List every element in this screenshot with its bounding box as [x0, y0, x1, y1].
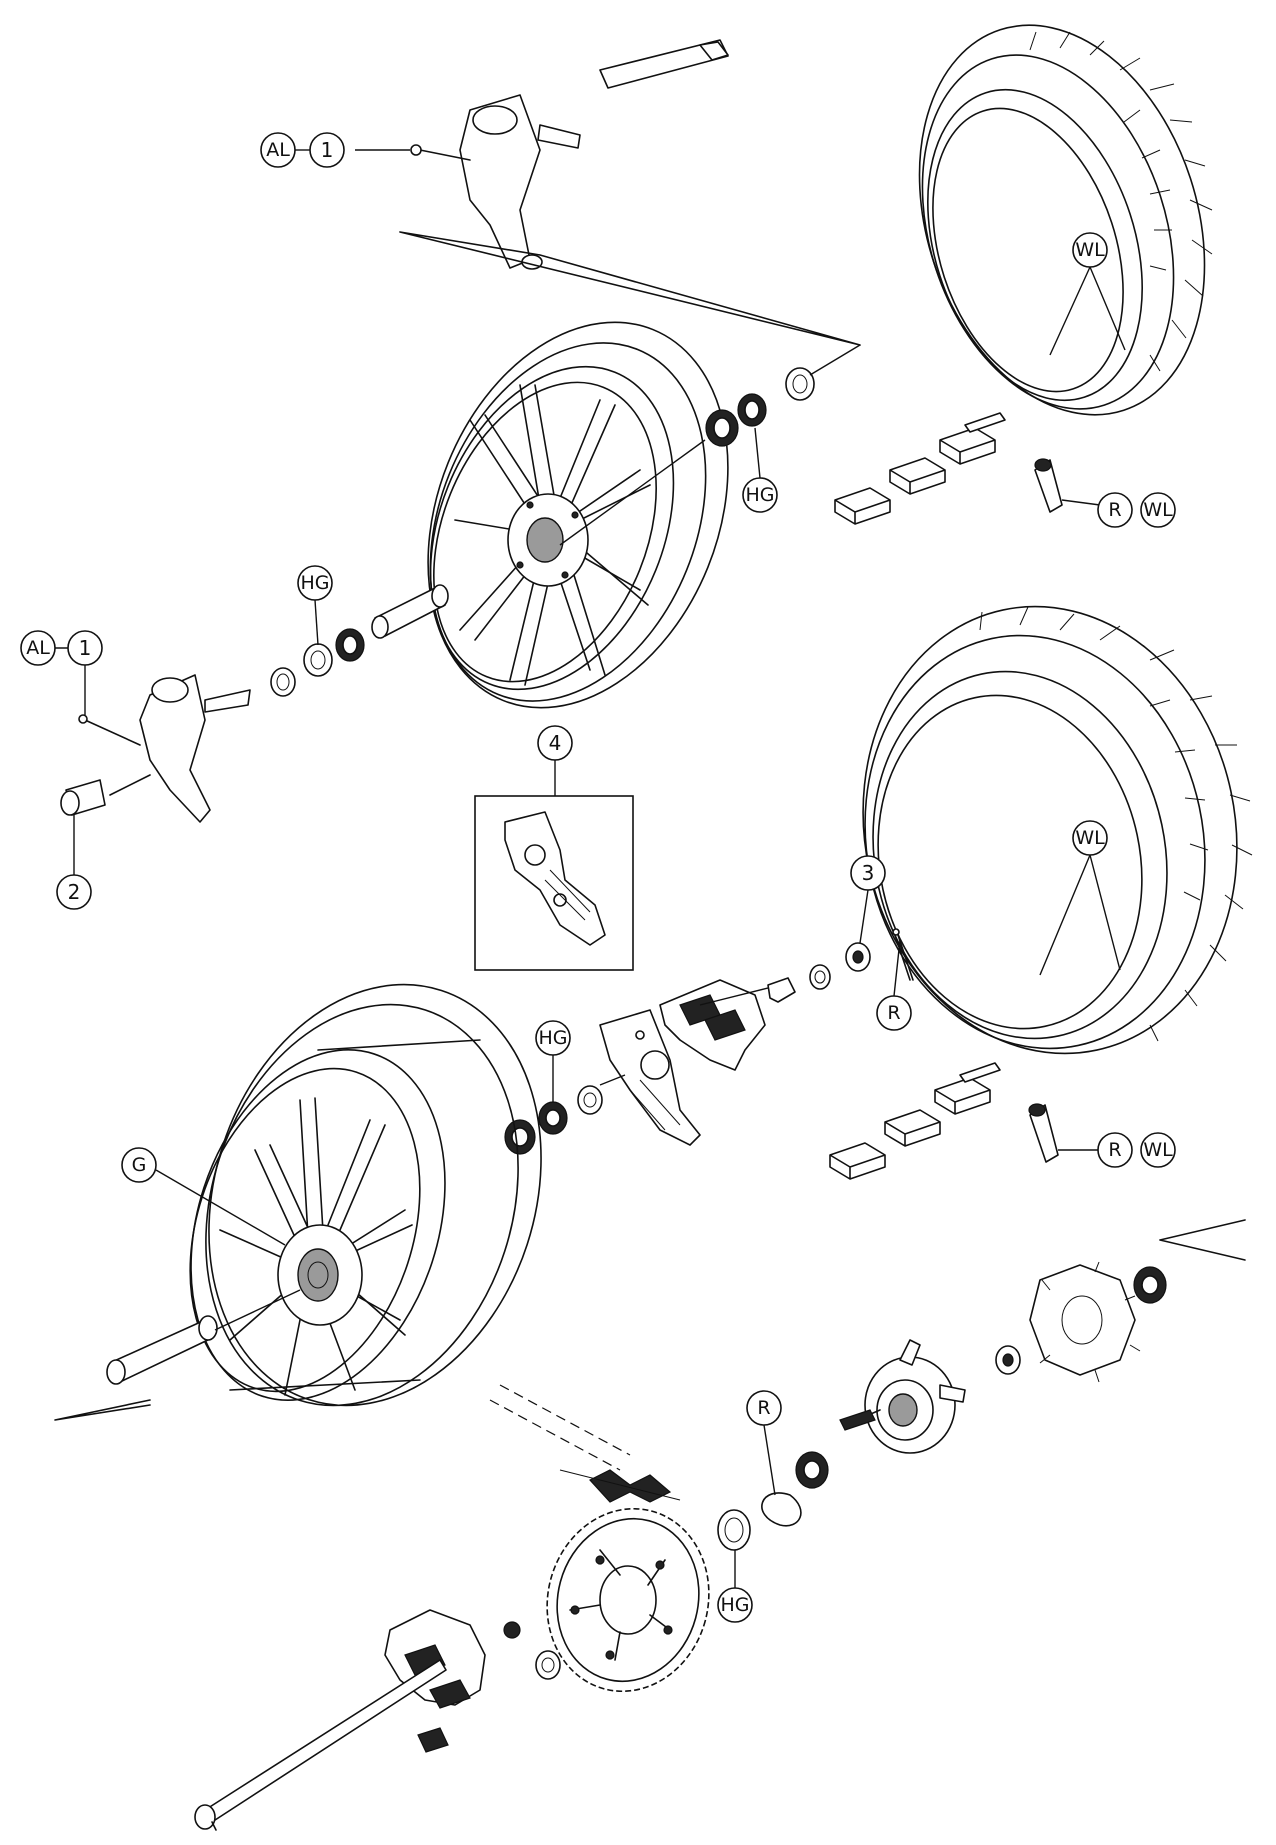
rear-valve-stem-icon	[1028, 1103, 1100, 1163]
left-axle-bracket-icon	[384, 1609, 486, 1753]
svg-text:WL: WL	[1143, 499, 1173, 521]
callout-1-left: 1	[67, 630, 103, 666]
rear-balance-weights-icon	[829, 1062, 1001, 1180]
svg-text:HG: HG	[300, 572, 329, 594]
callout-hg-rear-middle: HG	[535, 1020, 571, 1056]
callout-r-front-valve: R	[1097, 492, 1133, 528]
callout-3: 3	[850, 855, 886, 891]
front-tire-icon	[918, 24, 1213, 416]
callout-r-cotter-pin: R	[876, 995, 912, 1031]
rear-sprocket-icon	[546, 1507, 710, 1693]
svg-text:1: 1	[79, 636, 92, 660]
front-bearing-icon	[559, 344, 861, 546]
svg-text:4: 4	[549, 731, 562, 755]
callout-g: G	[121, 1147, 157, 1183]
hub-bearing-icon	[761, 1451, 829, 1527]
callout-2: 2	[56, 874, 92, 910]
sprocket-hub-icon	[839, 1339, 966, 1454]
front-spacer-icon	[270, 584, 449, 697]
svg-text:HG: HG	[720, 1594, 749, 1616]
front-fork-leg-icon	[355, 39, 861, 346]
svg-text:HG: HG	[538, 1027, 567, 1049]
callout-wl-front-valve: WL	[1140, 492, 1176, 528]
callout-hg-front-left: HG	[297, 565, 333, 601]
svg-text:WL: WL	[1075, 239, 1105, 261]
callout-1-top: 1	[309, 132, 345, 168]
svg-text:R: R	[757, 1397, 770, 1419]
drive-chain-icon	[489, 1384, 681, 1503]
svg-text:WL: WL	[1075, 827, 1105, 849]
svg-text:3: 3	[862, 861, 875, 885]
sprocket-seal-icon	[503, 1509, 751, 1680]
rear-spacer-icon	[54, 1289, 301, 1421]
callout-al-top: AL	[260, 132, 296, 168]
rear-wheel-icon	[189, 983, 542, 1407]
callout-r-rear-valve: R	[1097, 1132, 1133, 1168]
callout-al-left: AL	[20, 630, 56, 666]
cush-drive-damper-icon	[995, 1219, 1246, 1383]
svg-text:WL: WL	[1143, 1139, 1173, 1161]
svg-text:R: R	[887, 1002, 900, 1024]
callout-r-circlip: R	[746, 1390, 782, 1426]
svg-text:AL: AL	[266, 139, 290, 161]
brake-caliper-bracket-icon	[599, 979, 781, 1146]
svg-text:1: 1	[321, 138, 334, 162]
callout-wl-rear-valve: WL	[1140, 1132, 1176, 1168]
balance-weights-icon	[834, 412, 1006, 525]
callout-hg-front-right: HG	[742, 477, 778, 513]
svg-text:R: R	[1108, 499, 1121, 521]
rear-axle-icon	[194, 1659, 447, 1831]
svg-text:G: G	[132, 1154, 147, 1176]
axle-nut-icon	[767, 928, 914, 1003]
callout-hg-bottom: HG	[717, 1587, 753, 1623]
valve-stem-icon	[1034, 458, 1101, 513]
part-4-box	[474, 795, 634, 971]
svg-text:AL: AL	[26, 637, 50, 659]
callout-wl-rear-tire: WL	[1072, 820, 1108, 856]
svg-text:R: R	[1108, 1139, 1121, 1161]
callout-4: 4	[537, 725, 573, 761]
callout-wl-front-tire: WL	[1072, 232, 1108, 268]
svg-text:2: 2	[68, 880, 81, 904]
svg-text:HG: HG	[745, 484, 774, 506]
front-fork-lower-icon	[60, 674, 251, 823]
front-wheel-icon	[427, 321, 729, 709]
